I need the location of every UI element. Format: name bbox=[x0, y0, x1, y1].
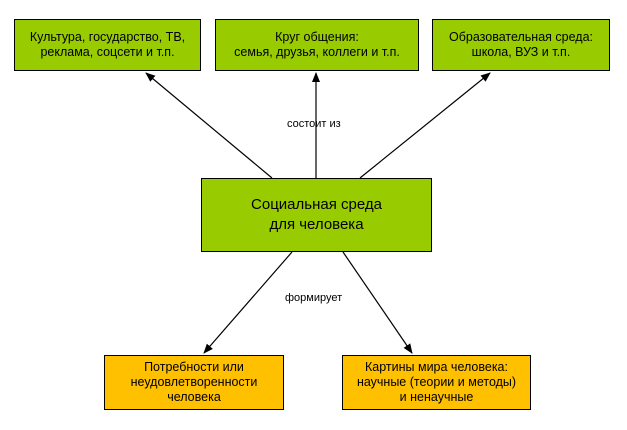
node-needs: Потребности или неудовлетворенности чело… bbox=[104, 355, 284, 410]
node-social-environment: Социальная среда для человека bbox=[201, 178, 432, 252]
arrow-to-culture bbox=[145, 72, 273, 179]
arrow-to-education bbox=[359, 72, 491, 179]
node-social-circle: Круг общения: семья, друзья, коллеги и т… bbox=[215, 19, 419, 71]
node-worldview: Картины мира человека: научные (теории и… bbox=[342, 355, 531, 410]
edge-label-forms: формирует bbox=[285, 292, 343, 304]
node-educational-environment: Образовательная среда: школа, ВУЗ и т.п. bbox=[432, 19, 610, 71]
arrow-to-worldview bbox=[342, 251, 413, 354]
edge-label-consists-of: состоит из bbox=[287, 118, 341, 130]
node-culture-state-media: Культура, государство, ТВ, реклама, соцс… bbox=[14, 19, 201, 71]
arrow-to-needs bbox=[203, 251, 293, 354]
